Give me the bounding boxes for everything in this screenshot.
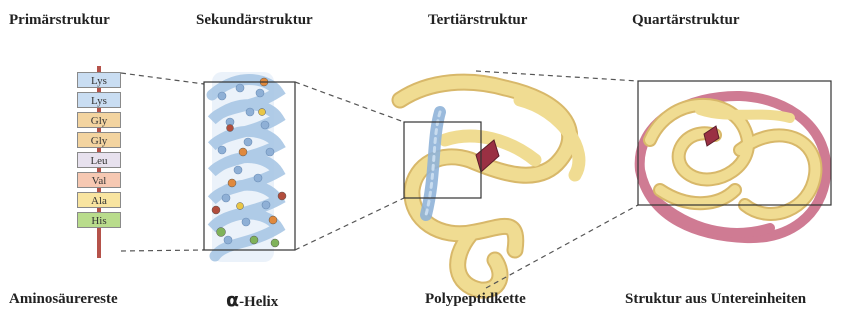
- alpha-helix: [212, 72, 286, 262]
- alpha-symbol: α: [226, 289, 239, 311]
- residue-val: Val: [77, 172, 121, 188]
- caption-polypeptide-chain: Polypeptidkette: [425, 291, 526, 308]
- quaternary-assembly: [640, 96, 827, 238]
- residue-ala: Ala: [77, 192, 121, 208]
- residue-his: His: [77, 212, 121, 228]
- residue-gly: Gly: [77, 112, 121, 128]
- helix-text: -Helix: [239, 294, 278, 310]
- connector-primary-top: [121, 73, 204, 84]
- caption-subunit-structure: Struktur aus Untereinheiten: [625, 291, 806, 308]
- residue-lys: Lys: [77, 92, 121, 108]
- caption-alpha-helix: α-Helix: [226, 289, 278, 311]
- residue-lys: Lys: [77, 72, 121, 88]
- connector-helix-bottom: [295, 198, 404, 250]
- residue-gly: Gly: [77, 132, 121, 148]
- tertiary-fold: [400, 82, 579, 290]
- residue-leu: Leu: [77, 152, 121, 168]
- connector-primary-bottom: [121, 250, 204, 251]
- caption-amino-acid-residues: Aminosäurereste: [9, 291, 118, 308]
- connector-helix-top: [295, 82, 404, 122]
